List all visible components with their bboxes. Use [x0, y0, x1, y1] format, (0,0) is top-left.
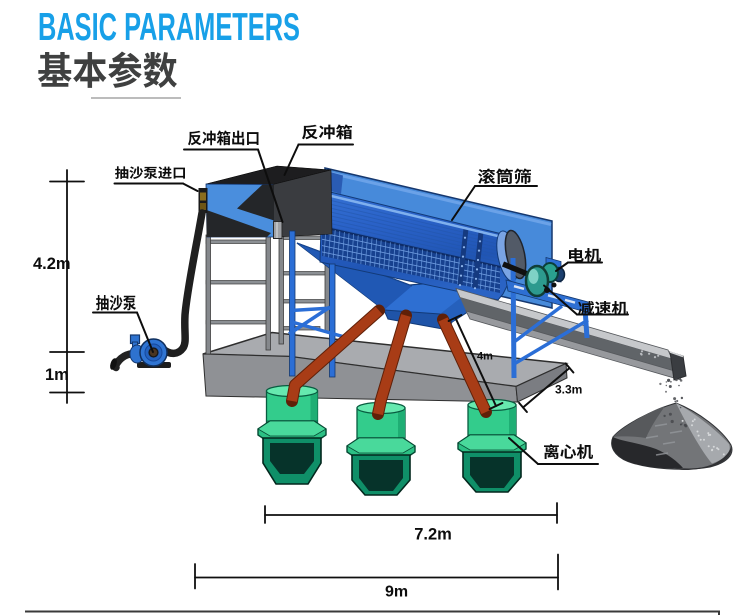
svg-text:4m: 4m — [477, 351, 493, 363]
svg-text:BASIC PARAMETERS: BASIC PARAMETERS — [38, 6, 300, 49]
svg-text:7.2m: 7.2m — [414, 526, 452, 544]
svg-text:9m: 9m — [385, 584, 408, 601]
svg-text:1m: 1m — [45, 366, 69, 384]
svg-text:4.2m: 4.2m — [33, 255, 71, 273]
svg-text:3.3m: 3.3m — [555, 383, 582, 397]
